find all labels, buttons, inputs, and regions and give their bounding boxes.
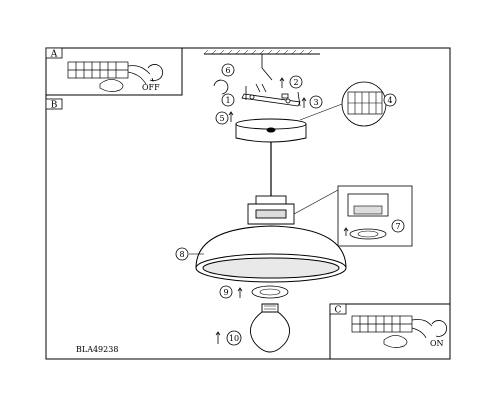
panel-a: A OFF <box>45 47 183 96</box>
step-marker-5: 5 <box>215 111 234 125</box>
rotate-arrow-icon <box>213 79 229 95</box>
svg-text:5: 5 <box>219 114 224 123</box>
terminal-detail: 4 <box>299 81 397 127</box>
socket-detail: 7 <box>293 185 413 247</box>
svg-text:3: 3 <box>313 98 318 107</box>
screw-icon <box>245 86 301 107</box>
step-marker-2: 2 <box>279 75 303 89</box>
panel-a-state-label: OFF <box>142 83 160 92</box>
step-marker-10: 10 <box>215 330 242 346</box>
panel-c-tab <box>329 303 347 315</box>
svg-text:2: 2 <box>293 78 298 87</box>
svg-text:10: 10 <box>229 334 239 343</box>
hand-icon <box>383 335 408 348</box>
panel-c: C ON <box>329 303 451 360</box>
panel-c-letter: C <box>335 306 342 316</box>
ceiling <box>203 49 320 81</box>
panel-a-letter: A <box>50 50 58 60</box>
document-code: BLA49238 <box>76 345 118 354</box>
terminal-block <box>67 61 151 85</box>
socket-holder <box>247 195 295 225</box>
svg-text:9: 9 <box>223 288 228 297</box>
rotate-arrow-icon <box>147 64 164 81</box>
step-marker-1: 1 <box>221 93 235 107</box>
panel-b-letter: B <box>51 101 58 111</box>
svg-text:1: 1 <box>225 96 230 105</box>
mounting-bracket <box>241 83 301 107</box>
panel-c-state-label: ON <box>430 339 444 348</box>
step-marker-4: 4 <box>387 96 392 105</box>
lamp-shade <box>195 225 347 283</box>
step-marker-3: 3 <box>301 95 323 109</box>
canopy <box>235 118 307 143</box>
svg-text:6: 6 <box>225 66 230 75</box>
step-marker-8: 8 <box>175 247 204 261</box>
hand-icon <box>99 79 124 92</box>
locking-ring <box>251 285 289 299</box>
panel-b-tab <box>45 98 63 110</box>
svg-text:8: 8 <box>179 250 184 259</box>
rotate-arrow-icon <box>431 320 448 337</box>
panel-a-tab <box>45 47 63 59</box>
light-bulb <box>249 303 291 353</box>
step-marker-9: 9 <box>219 285 243 299</box>
step-marker-7: 7 <box>395 222 400 231</box>
step-marker-6: 6 <box>221 63 235 77</box>
terminal-block <box>351 315 433 339</box>
sheet-frame <box>45 47 451 360</box>
